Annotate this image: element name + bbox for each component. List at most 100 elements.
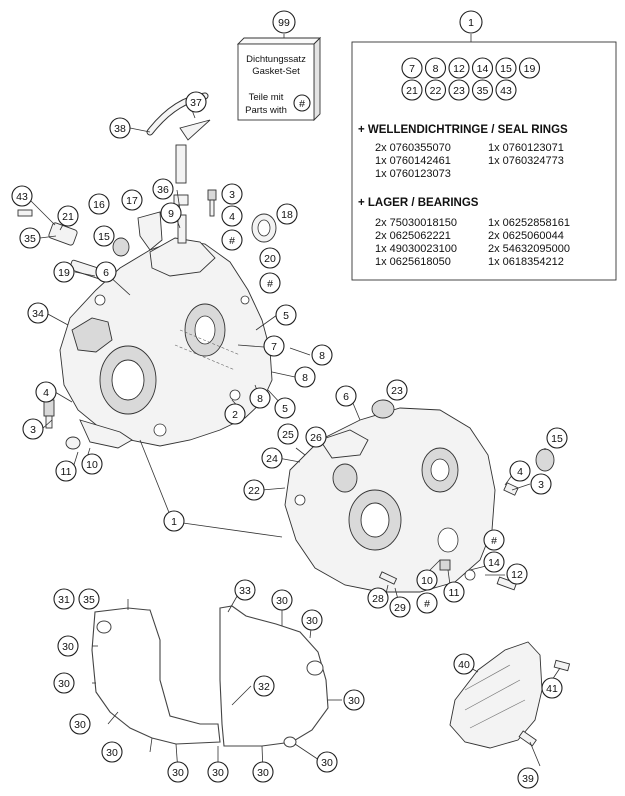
svg-text:1: 1 xyxy=(468,17,474,29)
callout-20: 20 xyxy=(259,247,281,269)
svg-text:11: 11 xyxy=(449,587,460,599)
svg-text:18: 18 xyxy=(281,209,293,221)
callout-9: 9 xyxy=(160,202,182,224)
callout-26: 26 xyxy=(305,426,327,448)
callout-30: 30 xyxy=(252,761,274,783)
svg-text:30: 30 xyxy=(348,695,360,707)
seal-right-1: 1x 0760123071 xyxy=(488,142,564,154)
svg-text:2: 2 xyxy=(232,409,238,421)
svg-text:30: 30 xyxy=(306,615,318,627)
callout-8: 8 xyxy=(294,366,316,388)
callout-30: 30 xyxy=(53,672,75,694)
callout-30: 30 xyxy=(301,609,323,631)
svg-text:14: 14 xyxy=(488,557,500,569)
callout-3: 3 xyxy=(530,473,552,495)
callout-41: 41 xyxy=(541,677,563,699)
svg-text:7: 7 xyxy=(409,63,415,75)
svg-text:3: 3 xyxy=(229,189,235,201)
callout-8: 8 xyxy=(249,387,271,409)
callout-40: 40 xyxy=(453,653,475,675)
svg-text:11: 11 xyxy=(61,466,72,478)
ignition-cover-40 xyxy=(449,641,571,749)
bearing-left-1: 2x 75030018150 xyxy=(375,217,457,229)
included-part-14: 14 xyxy=(471,57,494,79)
bearing-right-4: 1x 0618354212 xyxy=(488,256,564,268)
bearing-23 xyxy=(371,399,395,419)
bearings-heading: + LAGER / BEARINGS xyxy=(358,197,479,209)
svg-text:37: 37 xyxy=(190,97,202,109)
callout-8: 8 xyxy=(311,344,333,366)
svg-text:23: 23 xyxy=(391,385,403,397)
callout-30: 30 xyxy=(167,761,189,783)
bolts-right-side xyxy=(378,482,519,591)
callout-29: 29 xyxy=(389,596,411,618)
svg-text:30: 30 xyxy=(257,767,269,779)
callout-22: 22 xyxy=(243,479,265,501)
callout-36: 36 xyxy=(152,178,174,200)
svg-text:21: 21 xyxy=(62,211,74,223)
included-part-21: 21 xyxy=(401,79,423,101)
callout-2: 2 xyxy=(224,403,246,425)
svg-text:9: 9 xyxy=(168,208,174,220)
callout-33: 33 xyxy=(234,579,256,601)
bolt-3-top xyxy=(207,189,217,217)
svg-text:32: 32 xyxy=(258,681,270,693)
svg-text:26: 26 xyxy=(310,432,322,444)
callout-5: 5 xyxy=(275,304,297,326)
svg-text:21: 21 xyxy=(406,85,418,97)
callout-4: 4 xyxy=(35,381,57,403)
callout-1: 1 xyxy=(163,510,185,532)
svg-text:3: 3 xyxy=(30,424,36,436)
callout-gasket-symbol: # xyxy=(483,529,505,551)
svg-text:17: 17 xyxy=(126,195,138,207)
callout-11: 11 xyxy=(55,460,77,482)
svg-text:43: 43 xyxy=(16,191,28,203)
seal-left-3: 1x 0760123073 xyxy=(375,168,451,180)
svg-text:1: 1 xyxy=(171,516,177,528)
included-part-19: 19 xyxy=(518,57,541,79)
callout-32: 32 xyxy=(253,675,275,697)
callout-gasket-symbol: # xyxy=(221,229,243,251)
callout-31: 31 xyxy=(53,588,75,610)
callout-18: 18 xyxy=(276,203,298,225)
svg-text:6: 6 xyxy=(343,391,349,403)
bearing-right-3: 2x 54632095000 xyxy=(488,243,570,255)
svg-text:29: 29 xyxy=(394,602,406,614)
included-part-22: 22 xyxy=(424,79,447,101)
gasket-set-line3: Teile mit xyxy=(249,92,284,103)
svg-text:#: # xyxy=(267,278,273,290)
callout-6: 6 xyxy=(335,385,357,407)
svg-text:30: 30 xyxy=(276,595,288,607)
included-part-35: 35 xyxy=(471,79,494,101)
svg-text:15: 15 xyxy=(500,63,512,75)
callout-10: 10 xyxy=(416,569,438,591)
callout-35: 35 xyxy=(19,227,41,249)
svg-text:19: 19 xyxy=(524,63,536,75)
svg-text:99: 99 xyxy=(278,17,290,29)
callout-gasket-set-99: 99 xyxy=(272,10,296,34)
callout-38: 38 xyxy=(109,117,131,139)
svg-text:28: 28 xyxy=(372,593,384,605)
bearing-right-2: 2x 0625060044 xyxy=(488,230,564,242)
callout-43: 43 xyxy=(11,185,33,207)
callout-3: 3 xyxy=(221,183,243,205)
gasket-set-line1: Dichtungssatz xyxy=(246,54,306,65)
bearing-left-2: 2x 0625062221 xyxy=(375,230,451,242)
svg-text:30: 30 xyxy=(106,747,118,759)
svg-text:30: 30 xyxy=(74,719,86,731)
callout-15: 15 xyxy=(93,225,115,247)
callout-3: 3 xyxy=(22,418,44,440)
svg-text:14: 14 xyxy=(477,63,489,75)
callout-11: 11 xyxy=(443,581,465,603)
svg-text:25: 25 xyxy=(282,429,294,441)
svg-text:8: 8 xyxy=(319,350,325,362)
svg-text:#: # xyxy=(229,235,235,247)
callout-30: 30 xyxy=(57,635,79,657)
callout-21: 21 xyxy=(57,205,79,227)
svg-text:5: 5 xyxy=(282,403,288,415)
included-part-7: 7 xyxy=(401,57,423,79)
callout-17: 17 xyxy=(121,189,143,211)
svg-text:12: 12 xyxy=(511,569,523,581)
